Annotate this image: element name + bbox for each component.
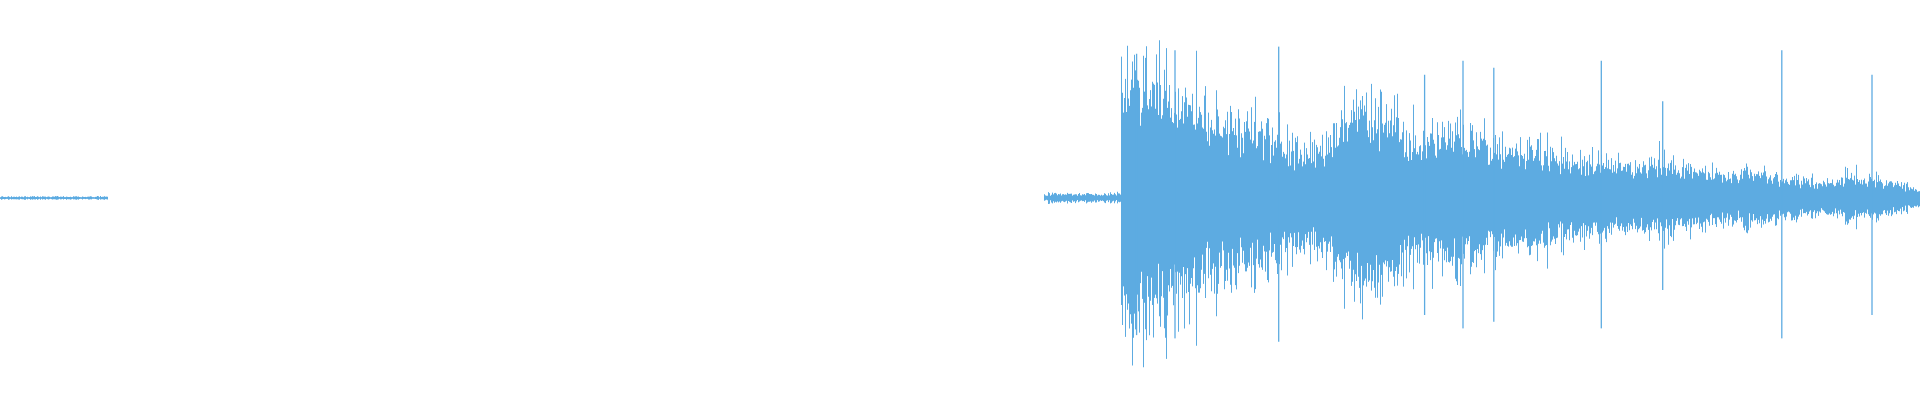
waveform-segment-main-audio-body	[1121, 40, 1920, 368]
waveform-trace	[1044, 191, 1122, 204]
waveform-trace	[1121, 40, 1920, 368]
transient-spikes	[1135, 46, 1873, 342]
waveform-segment-pre-onset-tick	[1044, 191, 1122, 204]
